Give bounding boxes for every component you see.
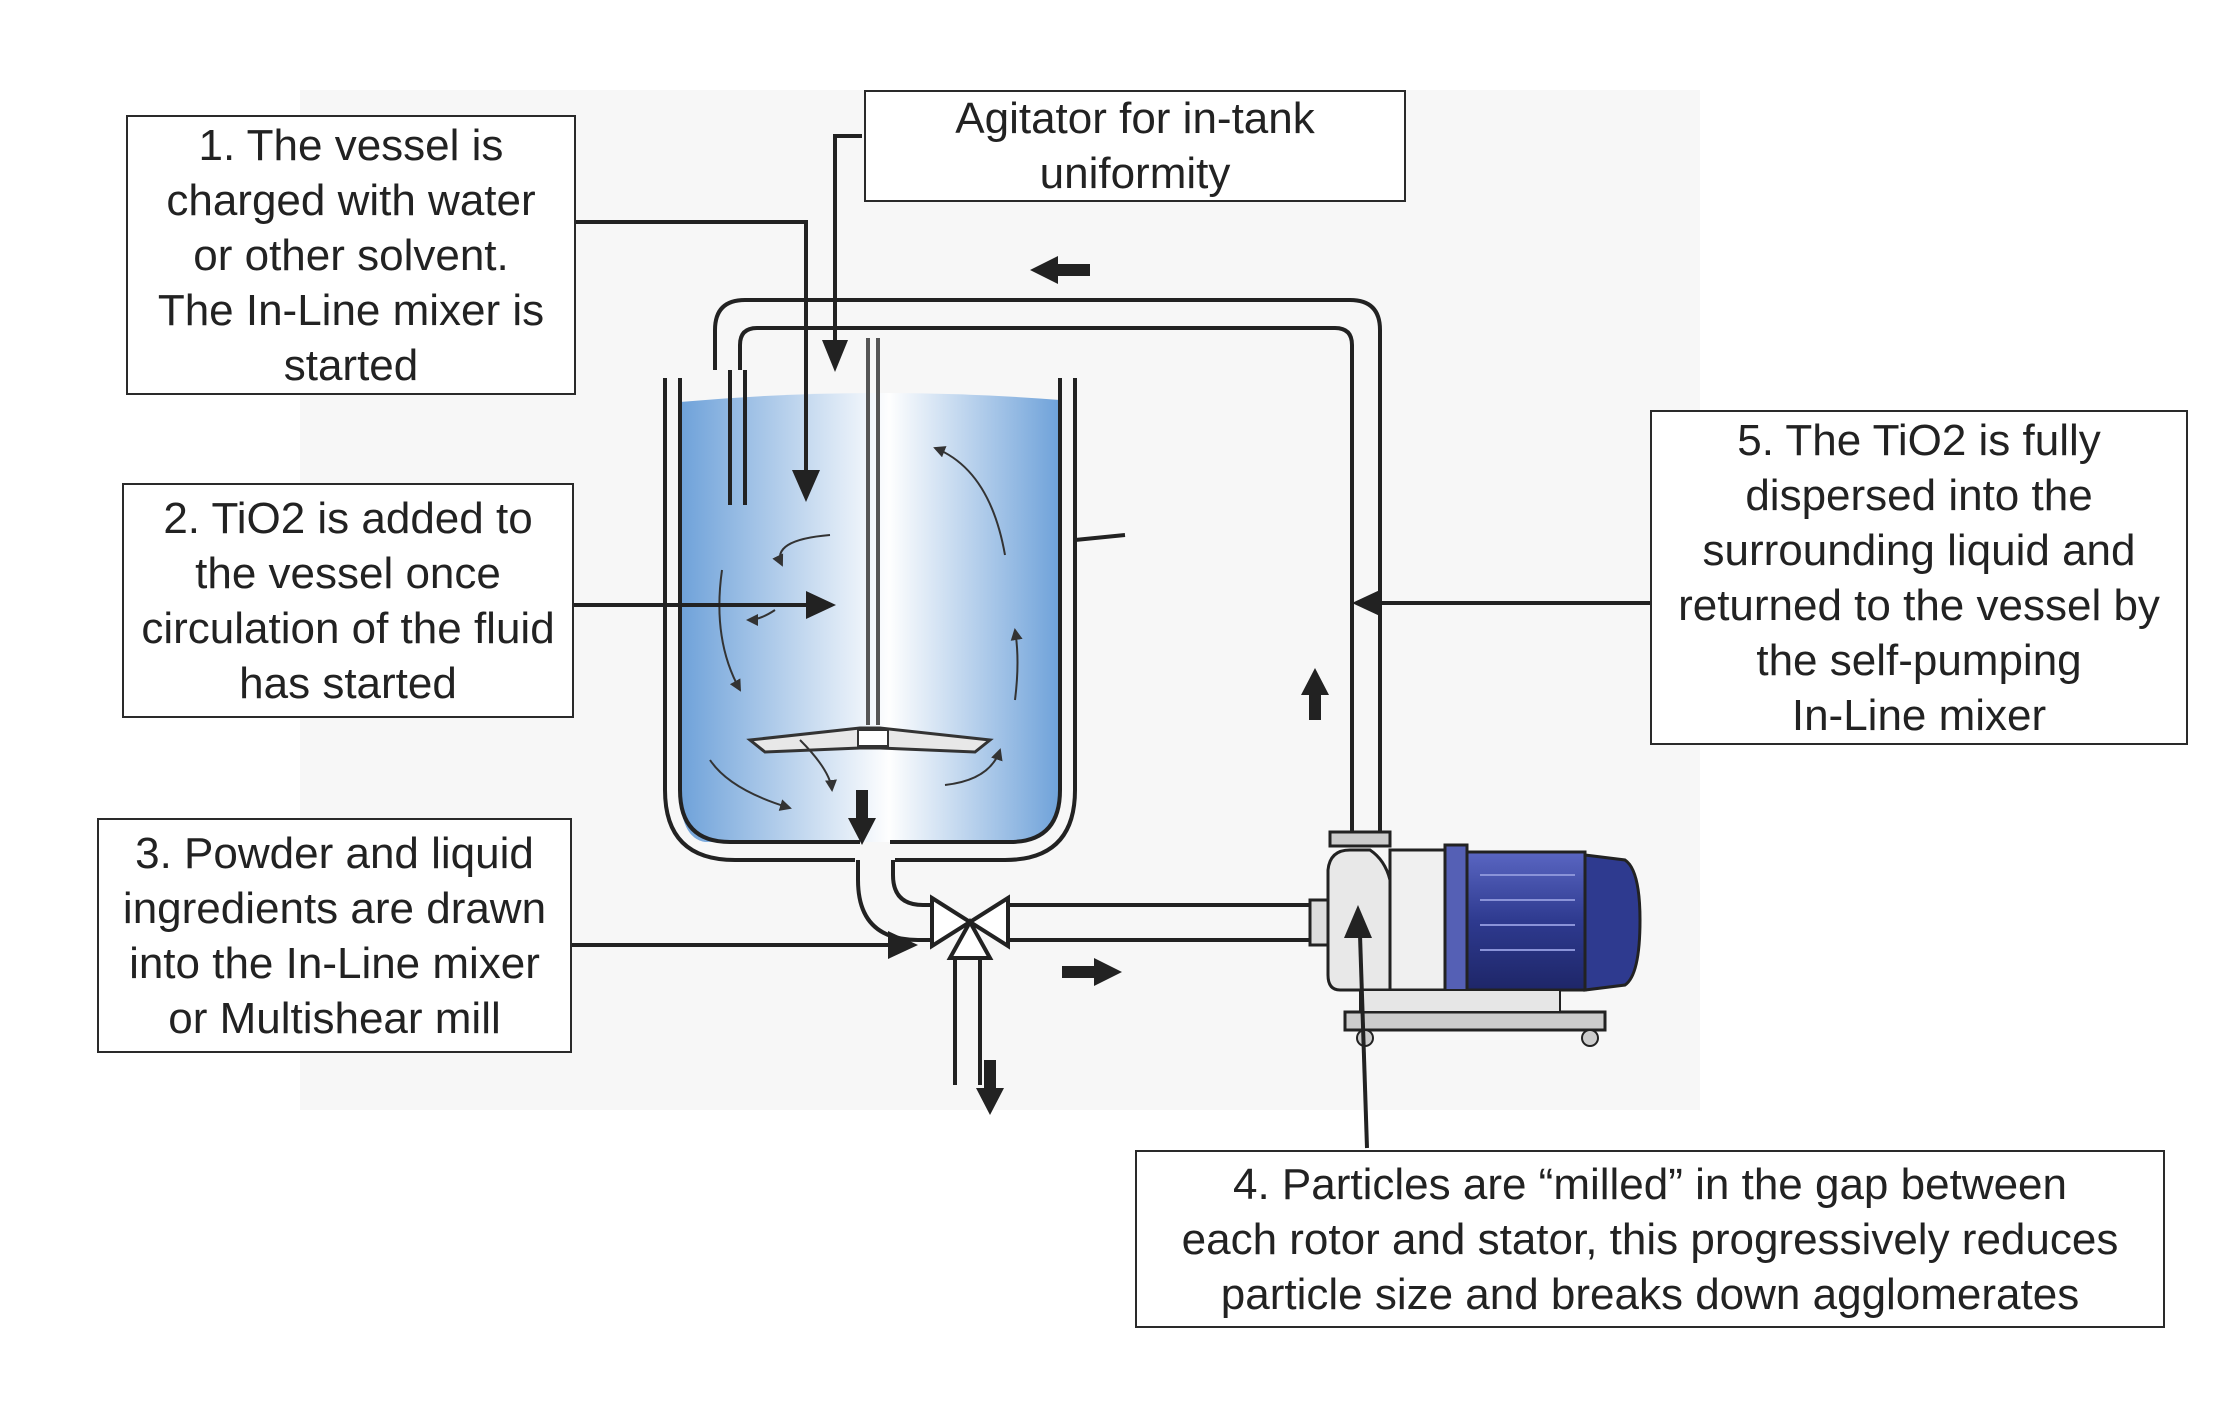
step-3-label: 3. Powder and liquid ingredients are dra… [97, 818, 572, 1053]
flow-arrows [848, 256, 1329, 1115]
three-way-valve [930, 894, 1010, 960]
return-pipe [713, 298, 1382, 845]
leader-arrowheads [792, 340, 1382, 959]
mixing-vessel [663, 378, 1126, 862]
agitator-label: Agitator for in-tank uniformity [864, 90, 1406, 202]
outlet-pipe [856, 860, 1320, 1085]
step-1-label: 1. The vessel is charged with water or o… [126, 115, 576, 395]
circulation-arrows [709, 446, 1023, 811]
step-5-label: 5. The TiO2 is fully dispersed into the … [1650, 410, 2188, 745]
step-2-label: 2. TiO2 is added to the vessel once circ… [122, 483, 574, 718]
leader-lines [570, 134, 1653, 1149]
agitator-shaft [866, 338, 880, 725]
step-4-label: 4. Particles are “milled” in the gap bet… [1135, 1150, 2165, 1328]
